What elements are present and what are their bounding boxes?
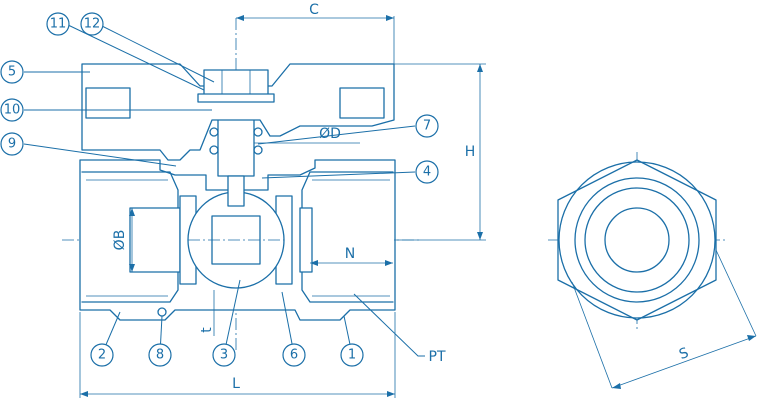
port-thread-circle	[584, 187, 690, 293]
callout-bubble-4: 4	[415, 160, 439, 184]
svg-text:4: 4	[423, 165, 431, 180]
dimension-t-label: t	[199, 327, 215, 333]
callout-bubble-6: 6	[282, 343, 306, 367]
callout-leaders	[23, 23, 425, 357]
valve-section-view	[62, 18, 420, 350]
s-extension-line	[571, 281, 613, 389]
s-dimension-line	[611, 335, 757, 389]
callout-bubble-11: 11	[46, 12, 70, 36]
dimension-c-label: C	[309, 2, 319, 18]
svg-text:10: 10	[4, 103, 21, 118]
callout-bubble-1: 1	[340, 343, 364, 367]
right-bore	[299, 207, 313, 273]
port-outer-circle	[574, 177, 700, 303]
svg-text:9: 9	[8, 137, 16, 152]
valve-end-view	[548, 152, 757, 389]
dimension-d-label: ØD	[319, 126, 341, 142]
callout-bubble-10: 10	[0, 98, 24, 122]
callout-bubble-7: 7	[415, 114, 439, 138]
o-ring	[253, 127, 263, 137]
right-thread-lines	[312, 179, 390, 297]
callout-bubble-12: 12	[80, 12, 104, 36]
handle-window	[85, 87, 131, 119]
hex-body	[557, 159, 717, 321]
dimension-l-label: L	[232, 376, 240, 392]
callout-bubble-3: 3	[212, 343, 236, 367]
dimension-lines	[79, 15, 486, 398]
callout-bubble-5: 5	[0, 60, 24, 84]
stem	[217, 117, 255, 177]
svg-text:8: 8	[156, 348, 164, 363]
stem-nut	[203, 69, 269, 97]
dimension-n-label: N	[345, 246, 355, 262]
s-arrowhead	[747, 335, 756, 341]
nut-facets	[221, 70, 251, 96]
svg-text:2: 2	[98, 348, 106, 363]
dimension-h-label: H	[465, 144, 476, 160]
svg-text:1: 1	[348, 348, 356, 363]
callout-bubble-8: 8	[148, 343, 172, 367]
bore-circle	[604, 207, 670, 273]
svg-text:7: 7	[423, 119, 431, 134]
o-ring	[209, 145, 219, 155]
left-bore	[129, 207, 181, 273]
callout-bubble-9: 9	[0, 132, 24, 156]
svg-text:3: 3	[220, 348, 228, 363]
handle	[81, 63, 395, 161]
callout-bubble-2: 2	[90, 343, 114, 367]
washer	[197, 93, 275, 103]
svg-text:12: 12	[84, 17, 101, 32]
s-arrowhead	[612, 383, 621, 389]
stem-tang	[227, 175, 245, 207]
dimension-b-label: ØB	[112, 230, 128, 251]
svg-text:5: 5	[8, 65, 16, 80]
svg-text:6: 6	[290, 348, 298, 363]
pt-thread-label: PT	[429, 349, 446, 365]
handle-window	[339, 87, 385, 119]
left-thread-lines	[86, 179, 168, 297]
dimension-s-label: S	[677, 345, 691, 363]
o-ring	[209, 127, 219, 137]
hex-chamfer-circle	[558, 161, 716, 319]
svg-text:11: 11	[50, 17, 67, 32]
s-extension-line	[715, 249, 757, 337]
o-ring	[253, 145, 263, 155]
